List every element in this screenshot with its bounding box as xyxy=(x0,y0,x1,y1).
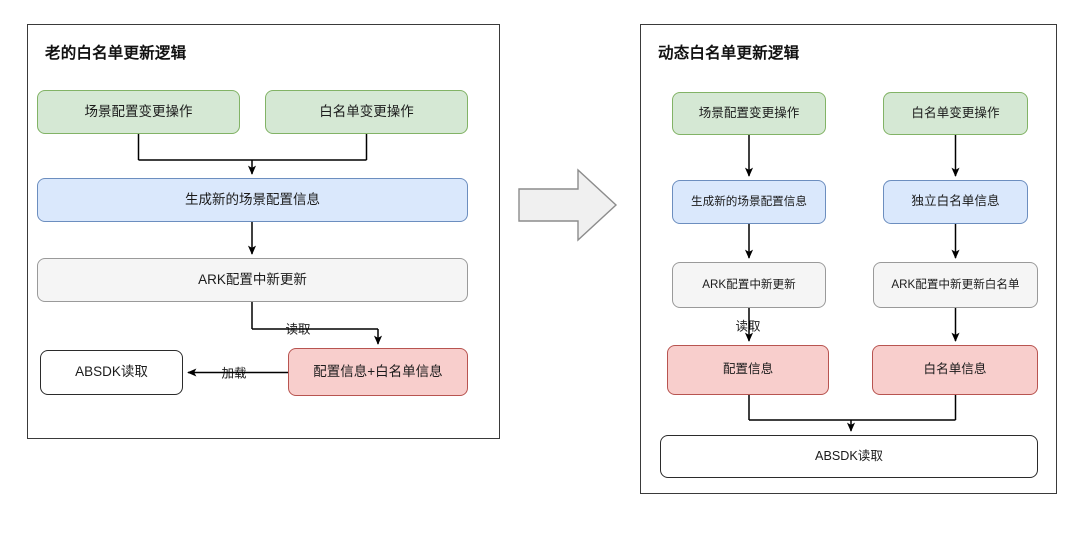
node-right-new-scene-config[interactable]: 生成新的场景配置信息 xyxy=(672,180,826,224)
node-right-config-info[interactable]: 配置信息 xyxy=(667,345,829,395)
node-right-scene-change[interactable]: 场景配置变更操作 xyxy=(672,92,826,135)
node-left-config-plus-whitelist[interactable]: 配置信息+白名单信息 xyxy=(288,348,468,396)
node-right-absdk-read[interactable]: ABSDK读取 xyxy=(660,435,1038,478)
node-left-scene-change[interactable]: 场景配置变更操作 xyxy=(37,90,240,134)
node-right-whitelist-info[interactable]: 白名单信息 xyxy=(872,345,1038,395)
node-right-ark-update[interactable]: ARK配置中新更新 xyxy=(672,262,826,308)
node-right-ark-update-whitelist[interactable]: ARK配置中新更新白名单 xyxy=(873,262,1038,308)
node-left-new-scene-config[interactable]: 生成新的场景配置信息 xyxy=(37,178,468,222)
edge-label-right-read: 读取 xyxy=(733,315,763,335)
node-left-ark-update[interactable]: ARK配置中新更新 xyxy=(37,258,468,302)
transition-arrow-icon xyxy=(518,168,618,242)
edge-label-left-read: 读取 xyxy=(283,318,313,338)
node-right-whitelist-change[interactable]: 白名单变更操作 xyxy=(883,92,1028,135)
node-left-absdk-read[interactable]: ABSDK读取 xyxy=(40,350,183,395)
edge-label-left-load: 加载 xyxy=(219,362,249,382)
node-right-independent-whitelist[interactable]: 独立白名单信息 xyxy=(883,180,1028,224)
right-panel-title: 动态白名单更新逻辑 xyxy=(658,45,800,62)
node-left-whitelist-change[interactable]: 白名单变更操作 xyxy=(265,90,468,134)
left-panel-title: 老的白名单更新逻辑 xyxy=(45,45,187,62)
